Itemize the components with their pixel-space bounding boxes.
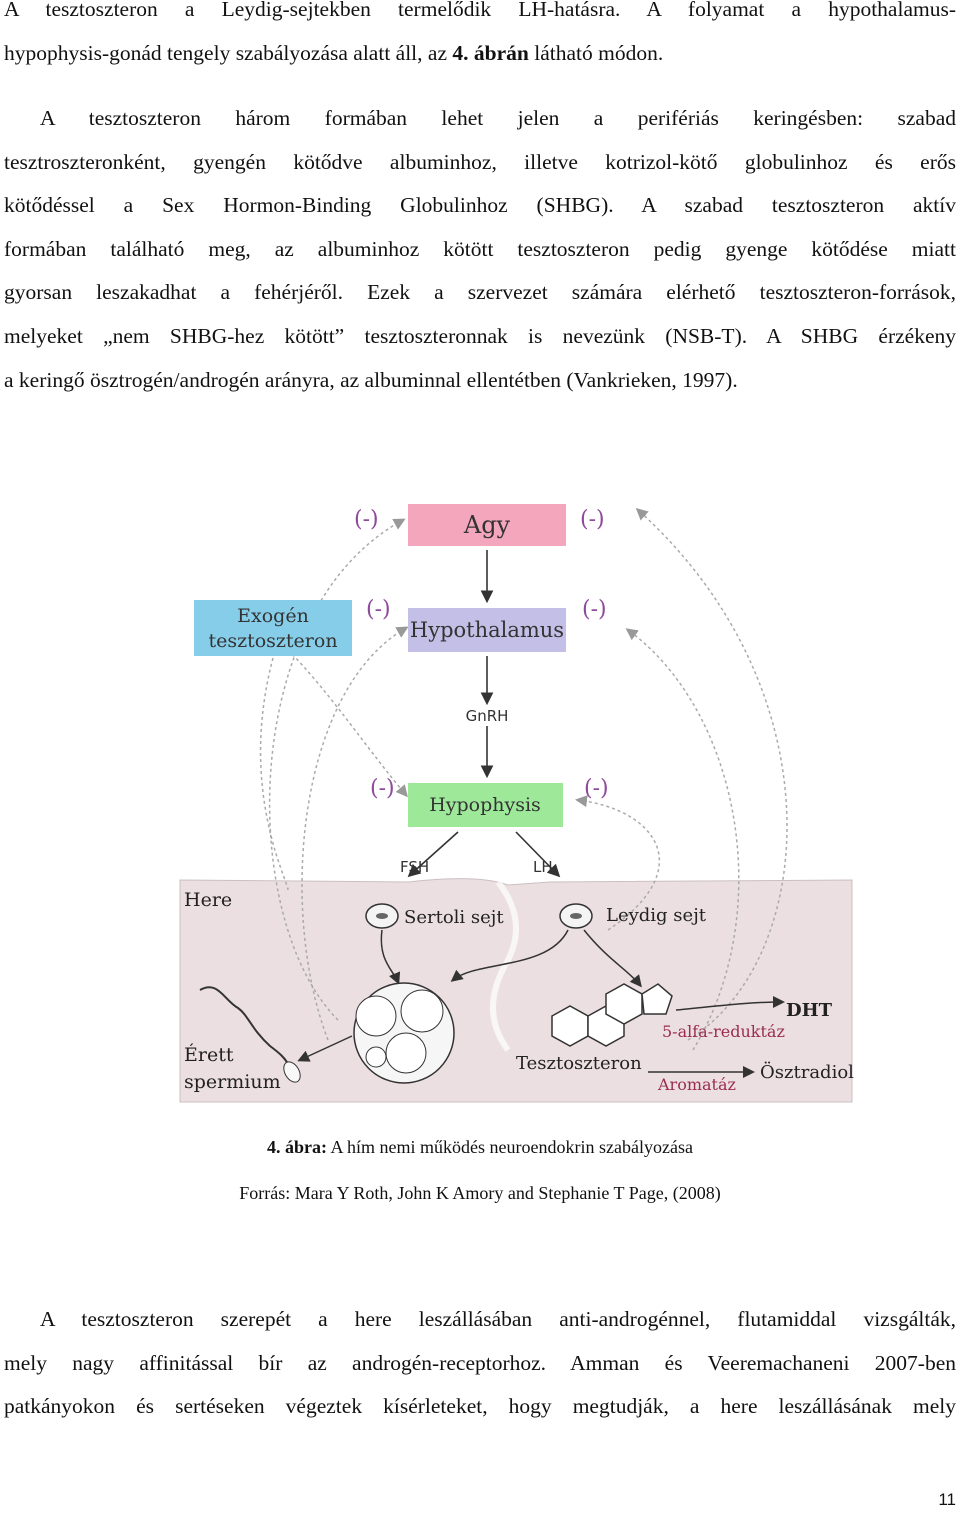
hypophysis-label: Hypophysis [429, 794, 541, 816]
paragraph-line: A tesztoszteron szerepét a here leszállá… [40, 1307, 956, 1331]
figure-source: Forrás: Mara Y Roth, John K Amory and St… [239, 1183, 721, 1203]
agy-box [408, 504, 566, 546]
paragraph-line: melyeket „nem SHBG-hez kötött” tesztoszt… [4, 323, 956, 348]
paragraph-line: gyorsan leszakadhat a fehérjéről. Ezek a… [4, 280, 956, 305]
aromataz-label: Aromatáz [657, 1075, 736, 1094]
exogen-box [194, 600, 352, 656]
paragraph-line: patkányokon és sertéseken végeztek kísér… [4, 1394, 956, 1419]
paragraph-line: A tesztoszteron három formában lehet jel… [40, 106, 956, 130]
flutamide-paragraph: A tesztoszteron szerepét a here leszállá… [4, 1298, 956, 1429]
negative-feedback-sign: (-) [584, 776, 609, 801]
negative-feedback-sign: (-) [354, 507, 379, 532]
gnrh-label: GnRH [466, 707, 509, 725]
figure-caption-title: A hím nemi működés neuroendokrin szabály… [327, 1137, 693, 1157]
paragraph-line: mely nagy affinitással bír az androgén-r… [4, 1350, 956, 1375]
dht-label: DHT [786, 1000, 833, 1021]
hypothalamus-box [408, 608, 566, 652]
page-number: 11 [938, 1490, 956, 1509]
agy-label: Agy [463, 511, 511, 539]
feedback-curves [259, 507, 788, 1051]
exogen-label-2: tesztoszteron [208, 630, 337, 652]
testosterone-structure [551, 983, 673, 1047]
hypothalamus-label: Hypothalamus [410, 618, 564, 642]
lh-label: LH [533, 858, 553, 876]
paragraph-line: kötődéssel a Sex Hormon-Binding Globulin… [4, 193, 956, 218]
figure-caption: 4. ábra: A hím nemi működés neuroendokri… [0, 1137, 960, 1158]
intro-paragraph: A tesztoszteron a Leydig-sejtekben terme… [4, 0, 956, 75]
figure-reference: 4. ábrán [452, 40, 529, 65]
osztradiol-label: Ösztradiol [760, 1060, 854, 1083]
sertoli-label: Sertoli sejt [404, 907, 504, 928]
erett-label-2: spermium [184, 1071, 281, 1093]
negative-feedback-sign: (-) [366, 597, 391, 622]
testosterone-label: Tesztoszteron [516, 1053, 642, 1074]
hpg-axis-figure: Agy Hypothalamus Exogén tesztoszteron Hy… [179, 504, 854, 1103]
erett-label-1: Érett [184, 1043, 234, 1066]
figure-caption-label: 4. ábra: [267, 1137, 328, 1157]
leydig-label: Leydig sejt [606, 905, 707, 926]
negative-feedback-sign: (-) [370, 776, 395, 801]
testis-background [179, 878, 853, 1103]
paragraph-line: a keringő ösztrogén/androgén arányra, az… [4, 367, 738, 392]
paragraph-line: tesztroszteronként, gyengén kötődve albu… [4, 149, 956, 174]
paragraph-line: formában található meg, az albuminhoz kö… [4, 236, 956, 261]
negative-feedback-sign: (-) [582, 597, 607, 622]
fsh-label: FSH [400, 858, 429, 876]
testosterone-forms-paragraph: A tesztoszteron három formában lehet jel… [4, 97, 956, 402]
intro-line-2: hypophysis-gonád tengely szabályozása al… [4, 40, 664, 65]
here-label: Here [184, 889, 232, 911]
negative-feedback-sign: (-) [580, 507, 605, 532]
reduktaz-label: 5-alfa-reduktáz [662, 1022, 785, 1041]
sperm-icon [199, 986, 291, 1069]
hypophysis-box [408, 783, 563, 827]
exogen-label-1: Exogén [237, 605, 309, 627]
intro-line-1: A tesztoszteron a Leydig-sejtekben terme… [4, 0, 956, 21]
